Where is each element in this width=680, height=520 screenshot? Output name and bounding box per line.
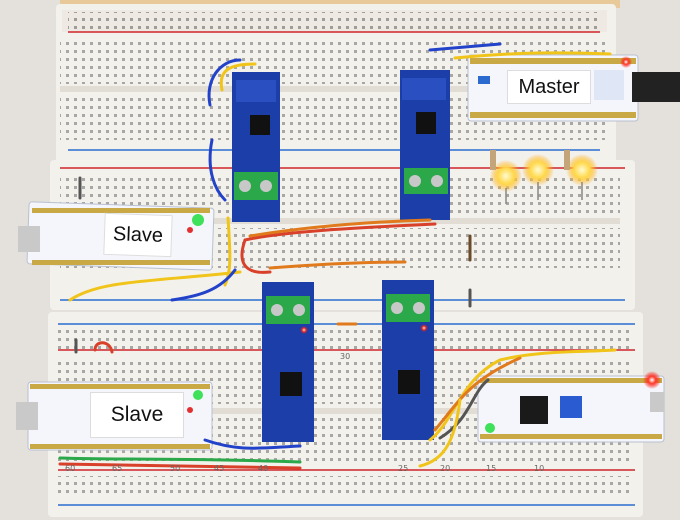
breadboard-number: 20	[440, 464, 451, 473]
breadboard-number: 65	[112, 464, 123, 473]
breadboard-number: 10	[534, 464, 545, 473]
breadboard-number: 45	[214, 464, 225, 473]
breadboard-number: 25	[398, 464, 409, 473]
breadboard-number: 15	[486, 464, 497, 473]
jumper-wires	[58, 42, 617, 470]
slave-label-top: Slave	[103, 212, 173, 258]
breadboard-number: 60	[65, 464, 76, 473]
rs485-module-top-left	[232, 72, 280, 222]
breadboard-number: 50	[170, 464, 181, 473]
rs485-module-top-right	[400, 70, 450, 220]
breadboard-upper	[56, 4, 616, 164]
master-label: Master	[507, 70, 591, 104]
rs485-module-bottom-right	[382, 280, 434, 440]
breadboard-number: 40	[258, 464, 269, 473]
slave-label-bottom: Slave	[90, 392, 184, 438]
breadboard-number: 30	[340, 352, 351, 361]
mcu-board-bottom-right	[477, 371, 665, 443]
rs485-module-bottom-left	[262, 282, 314, 442]
led-array	[490, 150, 598, 204]
